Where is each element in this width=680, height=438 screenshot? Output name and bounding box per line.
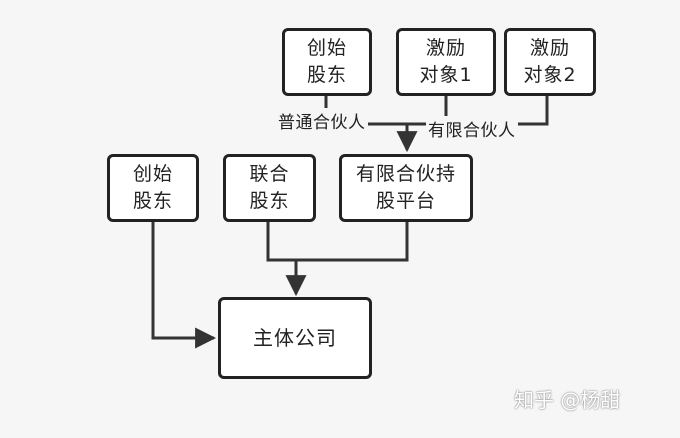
node-incentive-1-line-1: 激励	[425, 37, 466, 59]
edge-founder-left-to-main	[151, 220, 217, 349]
node-founder-top-line-1: 创始	[306, 37, 347, 59]
node-founder-top: 创始 股东	[282, 28, 372, 96]
watermark: 知乎 @杨甜	[514, 388, 621, 412]
node-joint-shareholder-line-1: 联合	[249, 163, 290, 185]
edge-label-general-partner: 普通合伙人	[276, 108, 368, 133]
node-founder-left: 创始 股东	[107, 154, 199, 222]
node-lp-platform-line-2: 股平台	[375, 190, 436, 212]
node-incentive-2-line-2: 对象2	[523, 64, 577, 86]
node-founder-left-line-2: 股东	[132, 190, 173, 212]
node-founder-top-line-2: 股东	[306, 64, 347, 86]
node-joint-shareholder-line-2: 股东	[249, 190, 290, 212]
node-incentive-1: 激励 对象1	[396, 28, 496, 96]
edge-platform-to-main	[296, 220, 409, 262]
node-lp-platform: 有限合伙持 股平台	[339, 154, 473, 222]
node-main-company-label: 主体公司	[253, 325, 337, 350]
edge-label-limited-partner: 有限合伙人	[426, 116, 518, 141]
node-incentive-1-line-2: 对象1	[419, 64, 473, 86]
node-founder-left-line-1: 创始	[132, 163, 173, 185]
node-incentive-2: 激励 对象2	[504, 28, 596, 96]
node-main-company: 主体公司	[218, 297, 372, 379]
node-lp-platform-line-1: 有限合伙持	[355, 163, 456, 185]
node-joint-shareholder: 联合 股东	[223, 154, 316, 222]
edge-joint-to-main	[266, 220, 296, 262]
node-incentive-2-line-1: 激励	[529, 37, 570, 59]
